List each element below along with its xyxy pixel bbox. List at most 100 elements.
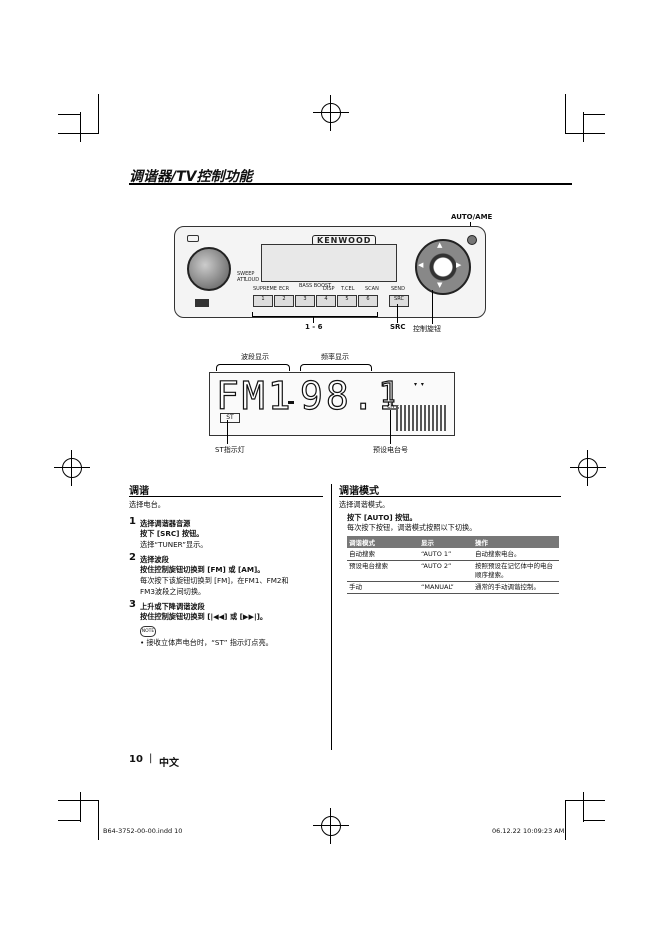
- crop-mark: [583, 792, 584, 822]
- tuning-mode-table: 调谐模式 显示 操作 自动搜索 “AUTO 1” 自动搜索电台。 预设电台搜索 …: [347, 536, 559, 594]
- callout-bracket-presets: [252, 312, 378, 317]
- label-att: ATT: [237, 277, 247, 283]
- tuning-intro: 选择电台。: [129, 500, 165, 509]
- label-scan: SCAN: [365, 286, 379, 292]
- control-knob[interactable]: [415, 239, 471, 295]
- chevron-down-icon: ▼: [437, 281, 443, 289]
- table-cell: 手动: [347, 581, 419, 594]
- auto-ame-button[interactable]: [467, 235, 477, 245]
- callout-frequency: 频率显示: [321, 353, 349, 361]
- radio-faceplate: KENWOOD SWEEP ATT LOUD SUPREME ECR BASS …: [174, 226, 486, 318]
- crop-mark: [565, 800, 605, 801]
- preset-button-4[interactable]: 4: [316, 295, 336, 307]
- preset-bar: 1 2 3 4 5 6: [253, 295, 378, 307]
- callout-band: 波段显示: [241, 353, 269, 361]
- table-cell: 通常的手动调谐控制。: [473, 581, 559, 594]
- callout-st-indicator: ST指示灯: [215, 446, 245, 454]
- segment-dash: [288, 401, 294, 404]
- callout-presets: 1 - 6: [305, 323, 323, 331]
- preset-button-2[interactable]: 2: [274, 295, 294, 307]
- label-loud: LOUD: [245, 277, 260, 283]
- step-2-title: 选择波段: [140, 555, 169, 564]
- table-cell: “AUTO 2”: [419, 560, 473, 582]
- tuning-mode-intro: 选择调谐模式。: [339, 500, 390, 509]
- crop-mark: [98, 94, 99, 134]
- crop-mark: [583, 112, 584, 142]
- footer-separator: |: [149, 753, 153, 764]
- label-disp: DISP: [323, 286, 335, 292]
- step-3-title: 上升或下降调谐波段: [140, 602, 205, 611]
- note-text: • 接收立体声电台时，“ST” 指示灯点亮。: [140, 638, 273, 647]
- level-meter: [396, 405, 448, 431]
- crop-mark: [565, 133, 605, 134]
- label-sweep: SWEEP: [237, 271, 255, 277]
- tuning-mode-action-note: 每次按下按钮，调谐模式按照以下切换。: [347, 523, 477, 532]
- table-cell: 自动搜索电台。: [473, 548, 559, 561]
- callout-line: [313, 316, 314, 323]
- step-3-number: 3: [129, 599, 136, 610]
- preset-button-5[interactable]: 5: [337, 295, 357, 307]
- step-2-note-line-1: 每次按下该旋钮切换到 [FM]，在FM1、FM2和: [140, 576, 289, 585]
- label-send: SEND: [391, 286, 405, 292]
- table-cell: “AUTO 1”: [419, 548, 473, 561]
- crop-mark: [58, 820, 80, 821]
- crop-mark: [80, 112, 81, 142]
- table-header: 显示: [419, 536, 473, 548]
- step-1-title: 选择调谐器音源: [140, 519, 191, 528]
- table-header-row: 调谐模式 显示 操作: [347, 536, 559, 548]
- section-rule: [339, 496, 561, 497]
- ch-label: ch: [387, 403, 395, 410]
- callout-src: SRC: [390, 323, 406, 331]
- release-button: [187, 235, 199, 242]
- label-tcel: T.CEL: [341, 286, 355, 292]
- preset-button-3[interactable]: 3: [295, 295, 315, 307]
- volume-knob: [187, 247, 231, 291]
- src-button[interactable]: SRC: [389, 295, 409, 307]
- crop-mark: [80, 792, 81, 822]
- step-1-note: 选择“TUNER”显示。: [140, 540, 208, 549]
- preset-button-1[interactable]: 1: [253, 295, 273, 307]
- table-row: 手动 “MANUAL” 通常的手动调谐控制。: [347, 581, 559, 594]
- table-row: 自动搜索 “AUTO 1” 自动搜索电台。: [347, 548, 559, 561]
- callout-line: [390, 410, 391, 444]
- title-rule: [129, 183, 572, 185]
- display-window: [261, 244, 397, 282]
- crop-mark: [583, 114, 605, 115]
- chevron-up-icon: ▲: [437, 241, 443, 249]
- crop-mark: [58, 114, 80, 115]
- step-1-number: 1: [129, 516, 136, 527]
- st-indicator: ST: [220, 413, 240, 423]
- chevron-left-icon: ◀: [418, 261, 424, 269]
- preset-dots: ▾ ▾: [414, 381, 425, 388]
- step-3-action: 按住控制旋钮切换到 [|◀◀] 或 [▶▶|]。: [140, 612, 268, 621]
- step-2-number: 2: [129, 552, 136, 563]
- step-2-note-line-2: FM3波段之间切换。: [140, 587, 206, 596]
- crop-mark: [565, 800, 566, 840]
- crop-mark: [98, 800, 99, 840]
- chevron-right-icon: ▶: [456, 261, 462, 269]
- callout-line: [432, 290, 433, 324]
- language-label: 中文: [159, 758, 179, 769]
- preset-button-6[interactable]: 6: [358, 295, 378, 307]
- page-title: 调谐器/TV控制功能: [129, 169, 253, 185]
- callout-auto-ame: AUTO/AME: [451, 213, 493, 221]
- section-title-tuning-mode: 调谐模式: [339, 486, 379, 497]
- callout-control-knob: 控制旋钮: [413, 325, 441, 333]
- step-1-action: 按下 [SRC] 按钮。: [140, 529, 204, 538]
- crop-mark: [58, 800, 99, 801]
- callout-preset-no: 预设电台号: [373, 446, 408, 454]
- footer-file: B64-3752-00-00.indd 10: [103, 827, 183, 835]
- table-cell: “MANUAL”: [419, 581, 473, 594]
- section-title-tuning: 调谐: [129, 486, 149, 497]
- table-header: 操作: [473, 536, 559, 548]
- footer-timestamp: 06.12.22 10:09:23 AM: [492, 827, 565, 835]
- crop-mark: [565, 94, 566, 134]
- step-2-action: 按住控制旋钮切换到 [FM] 或 [AM]。: [140, 565, 265, 574]
- table-cell: 自动搜索: [347, 548, 419, 561]
- table-cell: 按照预设在记忆体中的电台顺序搜索。: [473, 560, 559, 582]
- table-row: 预设电台搜索 “AUTO 2” 按照预设在记忆体中的电台顺序搜索。: [347, 560, 559, 582]
- preset-segment-display: 1: [379, 378, 399, 409]
- eject-button[interactable]: [195, 299, 209, 307]
- label-bass-boost: BASS BOOST: [299, 283, 332, 289]
- label-ecr: ECR: [279, 286, 290, 292]
